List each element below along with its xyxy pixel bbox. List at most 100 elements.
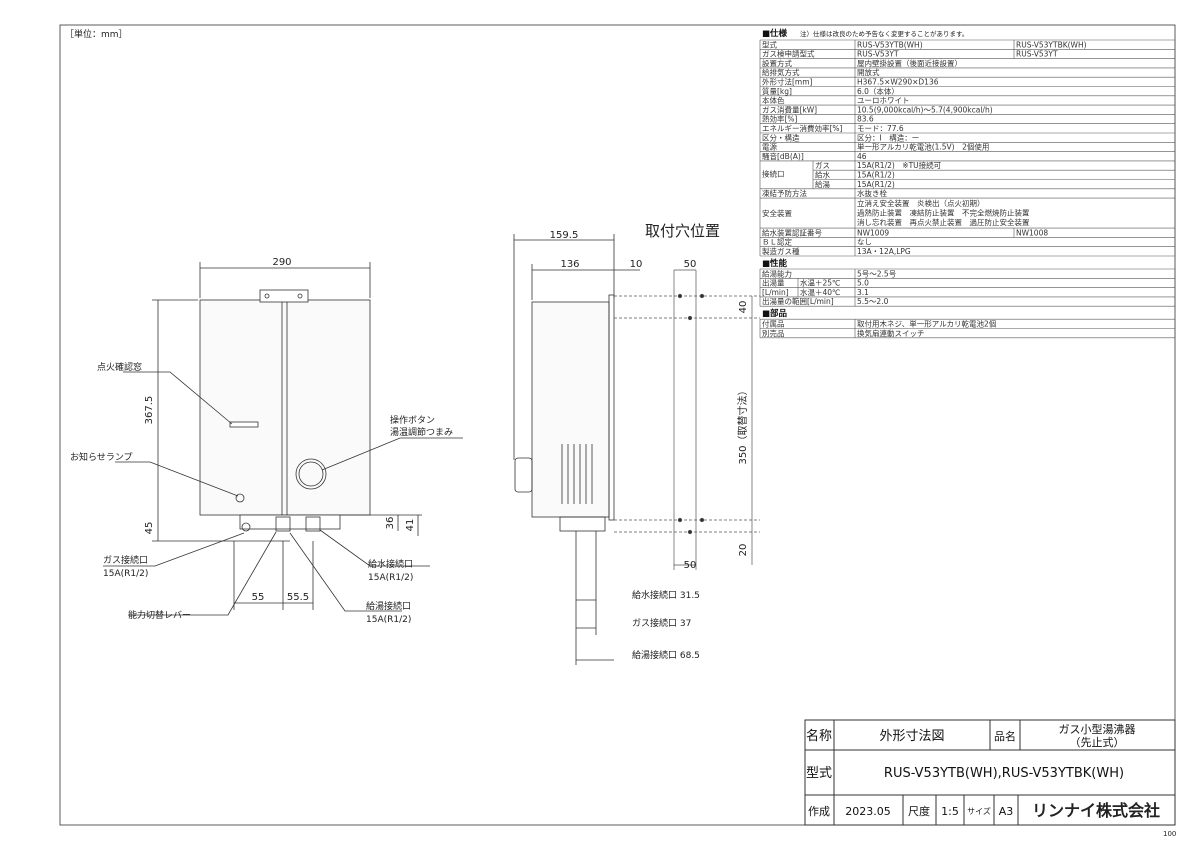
title-block (804, 719, 1176, 826)
mount-hole (677, 293, 683, 299)
spec-heading: ■仕様 (762, 28, 788, 39)
side-view (513, 234, 640, 665)
side-dim-36: 36 (385, 517, 396, 530)
spec-row-label: 本体色 (762, 95, 785, 105)
tb-made-value: 2023.05 (845, 805, 891, 818)
spec-row-value: RUS-V53YTB(WH) (857, 40, 923, 49)
spec-row-value: 83.6 (857, 115, 874, 124)
parts-heading: ■部品 (762, 308, 788, 319)
spec-row-value: 6.0（本体） (857, 86, 899, 96)
tb-model-value: RUS-V53YTB(WH),RUS-V53YTBK(WH) (884, 766, 1124, 781)
bl-row-value: なし (857, 238, 872, 247)
leader-hot (289, 532, 402, 612)
mount-hole (699, 293, 705, 299)
tb-size-value: A3 (999, 805, 1014, 818)
mount-dim-20: 20 (738, 544, 749, 557)
mount-title: 取付穴位置 (645, 222, 720, 240)
sheet-border (59, 24, 1176, 826)
spec-row-value-2: RUS-V53YTBK(WH) (1016, 40, 1087, 49)
leader-ignition (123, 371, 233, 425)
freeze-row-value: 水抜き栓 (857, 188, 887, 198)
front-height-dim: 367.5 (144, 396, 155, 425)
connection-size: 15A(R1/2) (857, 180, 895, 189)
side-depth-dim: 159.5 (550, 230, 579, 241)
side-knob (514, 457, 533, 493)
spec-row-label: エネルギー消費効率[%] (762, 123, 843, 133)
side-dim-41: 41 (405, 519, 416, 532)
label-gas-size: 15A(R1/2) (103, 569, 148, 579)
label-hot-water: 給湯接続口 (366, 600, 411, 612)
parts-row-value: 換気扇連動スイッチ (857, 328, 925, 338)
water-fitting (305, 516, 321, 532)
perf-label: 給湯能力 (762, 268, 792, 278)
safety-line: 立消え安全装置 炎検出（点火初期） (857, 198, 985, 208)
spec-row-value: 屋内壁掛設置（後面近接設置） (857, 58, 962, 68)
spec-row-label: 外形寸法[mm] (762, 77, 813, 87)
spec-note: 注）仕様は改良のため予告なく変更することがあります。 (800, 29, 968, 38)
tb-product-value: ガス小型湯沸器 (1059, 722, 1136, 736)
label-temp-knob: 湯温調節つまみ (390, 426, 453, 438)
label-hot-size: 15A(R1/2) (366, 615, 411, 625)
tb-name-label: 名称 (806, 728, 832, 744)
bracket-hole (264, 293, 270, 299)
tb-model-label: 型式 (806, 766, 832, 781)
performance-heading: ■性能 (762, 258, 788, 269)
leader-lamp (115, 461, 239, 497)
label-control-button: 操作ボタン (390, 414, 435, 426)
gas-fitting (275, 516, 291, 532)
spec-row-label: 質量[kg] (762, 86, 792, 96)
front-bottom-dim: 45 (144, 522, 155, 535)
perf-label: 出湯量 (762, 278, 785, 288)
gas-type-row-label: 製造ガス種 (762, 246, 800, 256)
temperature-knob (295, 458, 327, 490)
tb-product-label: 品名 (994, 729, 1016, 743)
bl-row-label: ＢＬ認定 (762, 237, 792, 247)
spec-row-label: ガス消費量[kW] (762, 104, 817, 114)
wall-bracket-side (608, 294, 615, 521)
connection-label: 接続口 (762, 169, 785, 179)
label-capacity-lever: 能力切替レバー (128, 609, 191, 621)
water-offset-dim: 55.5 (287, 592, 309, 603)
cert-row-value-2: NW1008 (1016, 228, 1048, 237)
side-body-dim: 136 (560, 259, 579, 270)
connection-type: 給水 (815, 170, 830, 180)
spec-row-label: ガス検申請型式 (762, 49, 815, 59)
label-notice-lamp: お知らせランプ (70, 451, 133, 463)
cert-row-value: NW1009 (857, 228, 889, 237)
perf-value: 3.1 (857, 288, 869, 297)
mount-hole (677, 517, 683, 523)
label-ignition-check: 点火確認窓 (97, 361, 142, 373)
water-conn-dim: 給水接続口 31.5 (632, 589, 700, 601)
perf-label: [L/min] (762, 288, 789, 297)
spec-row-value-2: RUS-V53YT (1016, 50, 1058, 59)
side-fittings (559, 516, 606, 532)
perf-sub: 水温＋25℃ (800, 278, 840, 288)
leader-control (321, 437, 463, 471)
mount-hole (699, 517, 705, 523)
spec-row-value: 46 (857, 152, 867, 161)
spec-row-label: 電源 (762, 143, 777, 152)
tb-company: リンナイ株式会社 (1032, 801, 1160, 820)
label-gas-connection: ガス接続口 (103, 554, 148, 566)
perf-label: 出湯量の範囲[L/min] (762, 296, 834, 306)
tb-name-value: 外形寸法図 (879, 729, 944, 744)
spec-row-label: 設置方式 (762, 58, 792, 68)
side-offset-dim: 10 (630, 259, 643, 270)
spec-row-value: ユーロホワイト (857, 96, 910, 105)
page-number: 100 (1163, 830, 1176, 838)
unit-label: ［単位：mm］ (65, 28, 128, 40)
temperature-knob-inner (298, 461, 324, 487)
spec-row-value: RUS-V53YT (857, 50, 899, 59)
connection-size: 15A(R1/2) ※TU接続可 (857, 160, 942, 170)
tb-product-sub: （先止式） (1070, 736, 1125, 749)
bracket-hole (297, 293, 303, 299)
leader-lever (128, 531, 277, 616)
leader-gas (103, 532, 245, 567)
safety-line: 消し忘れ装置 再点火禁止装置 過圧防止安全装置 (857, 217, 1030, 227)
parts-row-value: 取付用木ネジ、単一形アルカリ乾電池2個 (857, 319, 996, 329)
label-water-supply: 給水接続口 (368, 558, 413, 570)
freeze-row-label: 凍結予防方法 (762, 188, 807, 198)
